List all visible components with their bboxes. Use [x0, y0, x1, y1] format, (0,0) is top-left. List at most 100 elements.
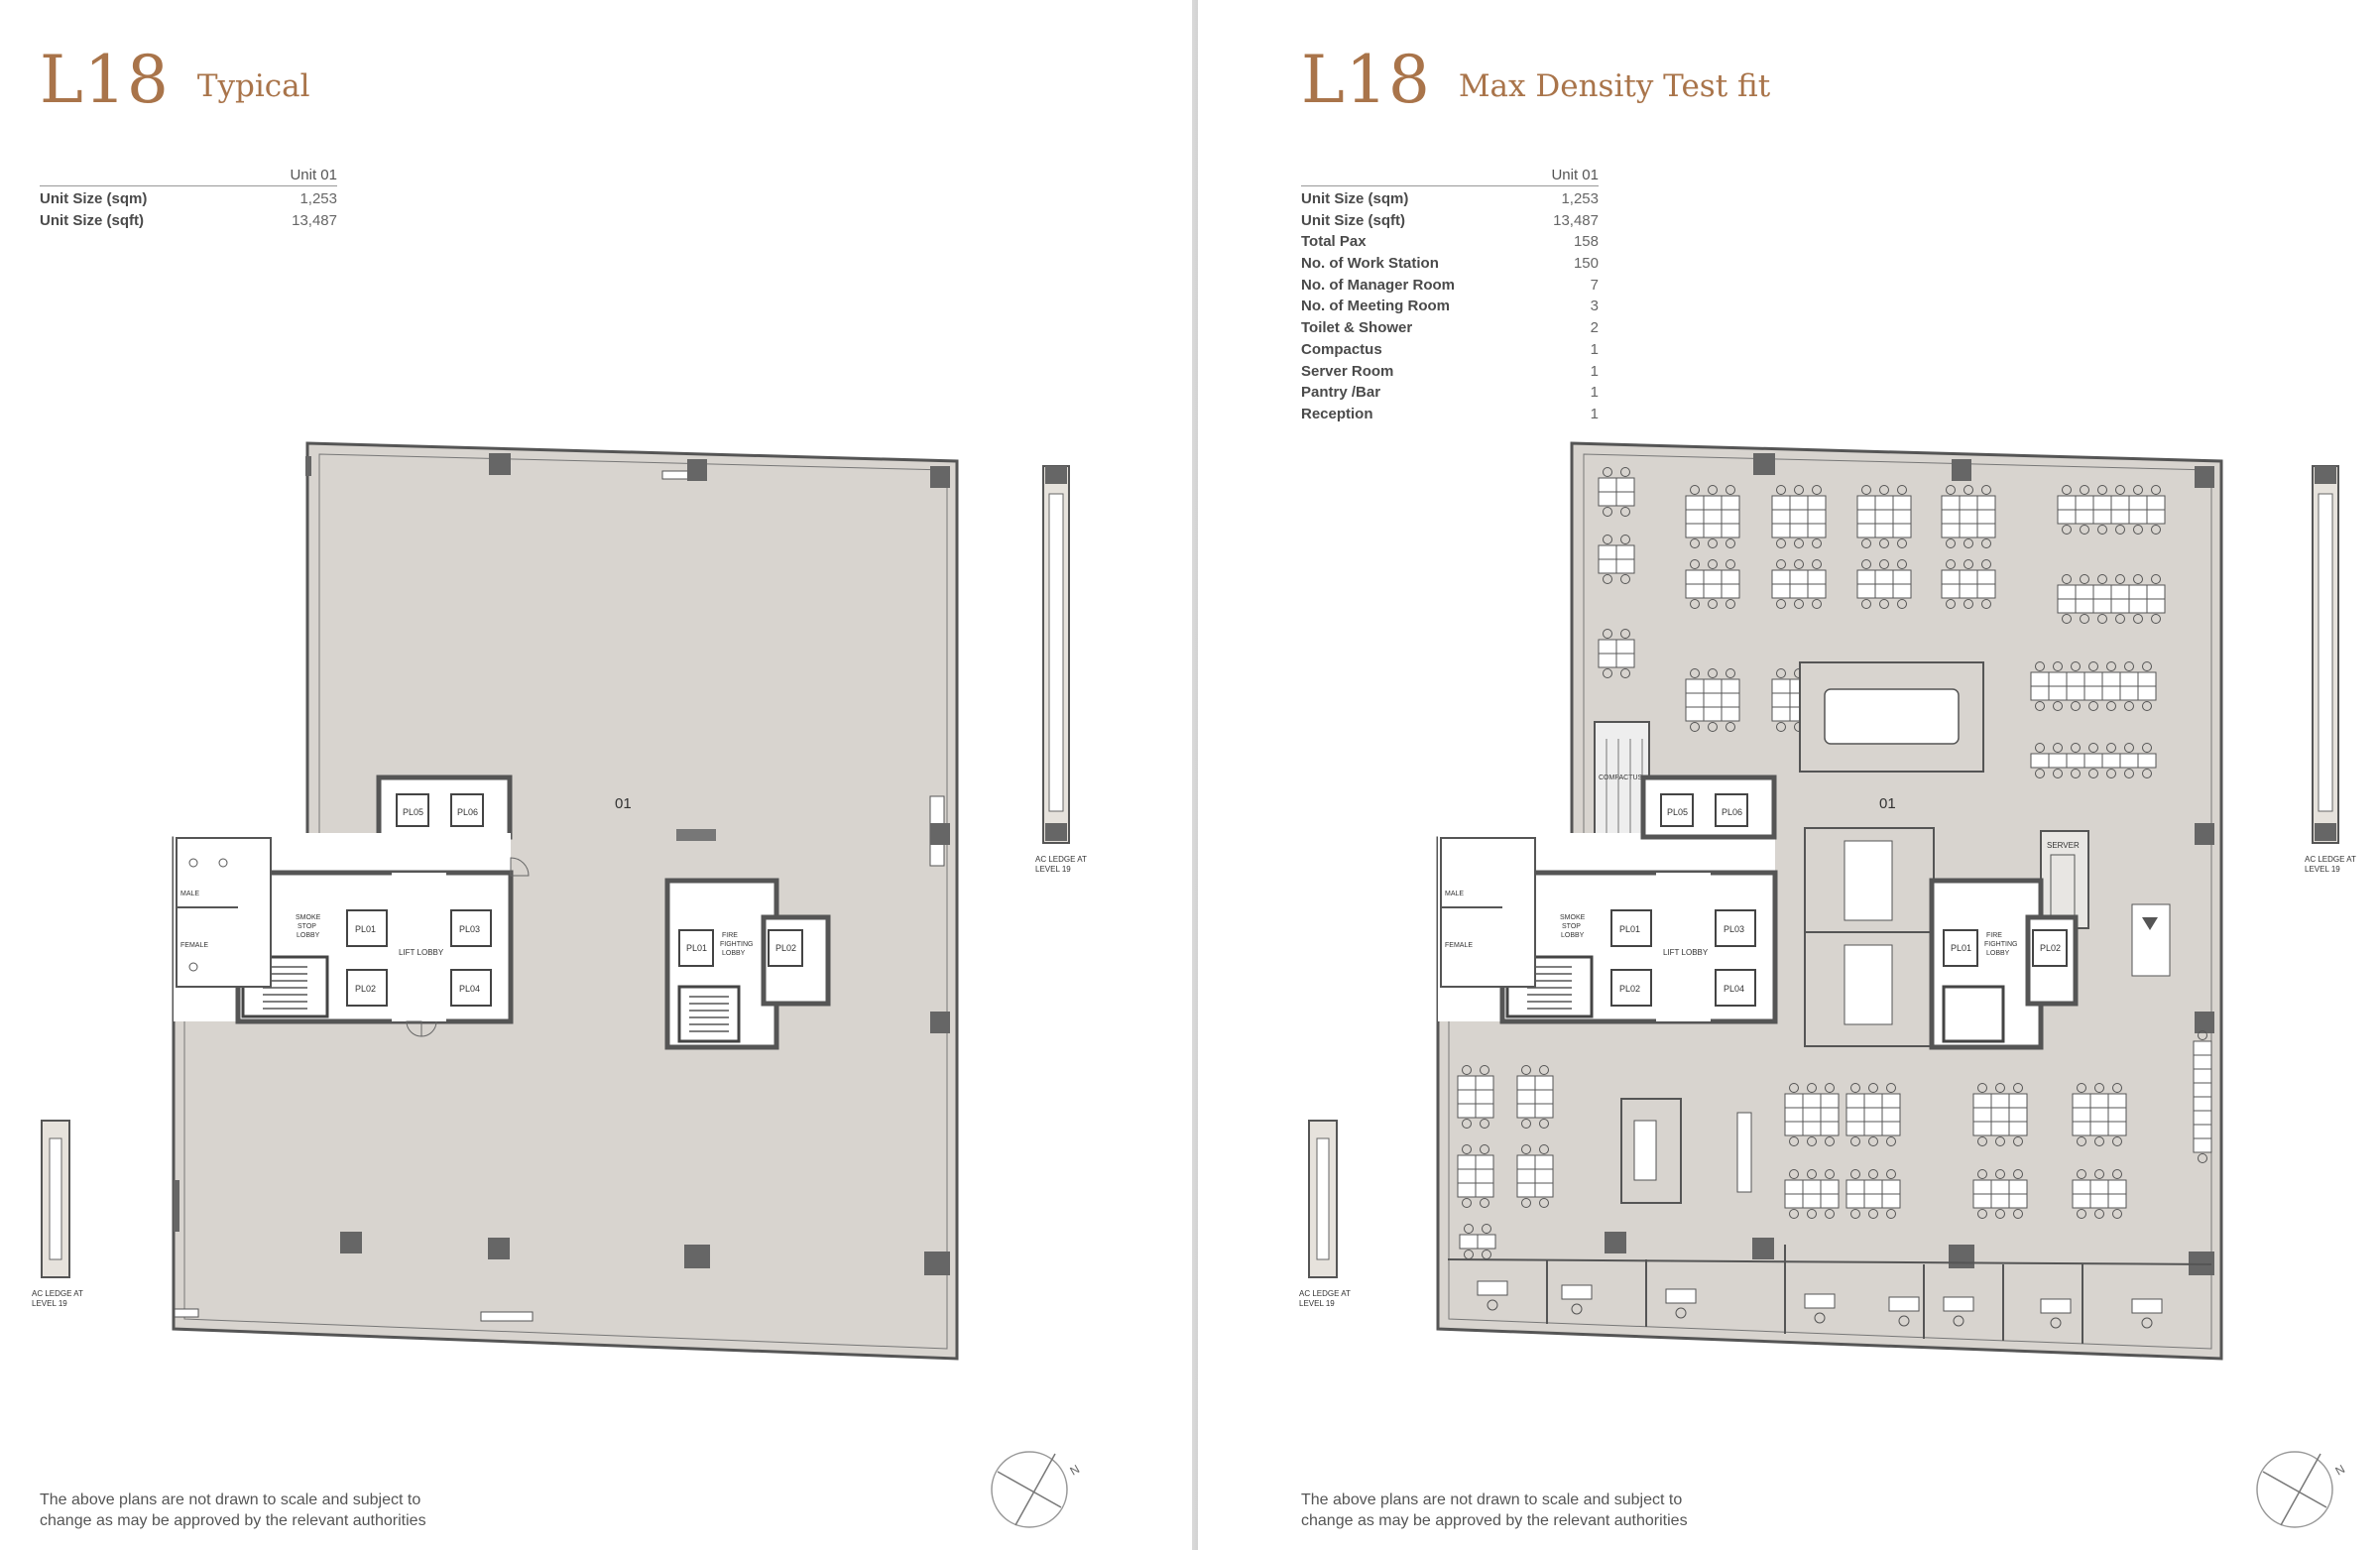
north-arrow-icon: N	[2256, 1451, 2347, 1528]
workstation-cluster	[1771, 559, 1827, 609]
boardroom-table	[1824, 688, 1960, 745]
lift-shaft	[450, 793, 484, 827]
server-room-label: SERVER	[2047, 841, 2080, 850]
fire-stair	[1942, 985, 2005, 1043]
female-toilet-label: FEMALE	[180, 942, 208, 949]
manager-desks	[1477, 1280, 2163, 1329]
lift-lobby-label: LIFT LOBBY	[1663, 948, 1709, 957]
workstation-cluster	[2030, 743, 2157, 778]
lift-shaft	[450, 909, 492, 947]
structural-column	[2195, 466, 2214, 488]
male-toilet-label: MALE	[1445, 891, 1464, 897]
ac-ledge-label-line: AC LEDGE AT	[2305, 855, 2356, 864]
disclaimer-line: change as may be approved by the relevan…	[40, 1512, 426, 1529]
fire-lobby-label: FIGHTING	[1984, 941, 2017, 948]
ac-ledge-label-line: AC LEDGE AT	[1035, 855, 1087, 864]
lift-label: PL04	[459, 984, 480, 994]
smoke-lobby-label: STOP	[298, 923, 316, 930]
spec-row: Pantry /Bar 1	[1301, 382, 1599, 404]
lift-shaft	[1715, 969, 1756, 1007]
spec-value: 1	[1590, 405, 1599, 422]
ac-ledge-label-line: LEVEL 19	[1299, 1299, 1335, 1308]
manager-desk	[1561, 1284, 1593, 1315]
disclaimer: The above plans are not drawn to scale a…	[1301, 1490, 1777, 1531]
unit-spec-table: Unit 01 Unit Size (sqm)1,253 Unit Size (…	[1301, 167, 1599, 425]
lift-label: PL02	[1619, 984, 1640, 994]
structural-column	[2195, 823, 2214, 845]
ac-ledge-top	[2312, 465, 2339, 844]
workstation-cluster	[1856, 485, 1912, 548]
workstation-cluster	[1457, 1144, 1494, 1208]
spec-label: Reception	[1301, 405, 1373, 422]
spec-label: Unit Size (sqft)	[40, 211, 144, 229]
smoke-lobby-label: SMOKE	[296, 914, 321, 921]
lift-shaft	[396, 793, 429, 827]
ac-ledge-bottom	[1308, 1120, 1338, 1278]
fire-stair	[677, 985, 741, 1043]
lift-label: PL05	[1667, 807, 1688, 817]
manager-desk	[1804, 1293, 1836, 1324]
spec-value: 1	[1590, 384, 1599, 402]
fire-lobby-label: FIRE	[1986, 932, 2002, 939]
spec-column-header: Unit 01	[40, 167, 337, 186]
fire-lobby-label: LOBBY	[722, 950, 746, 957]
workstation-cluster	[1516, 1065, 1554, 1129]
disclaimer: The above plans are not drawn to scale a…	[40, 1490, 516, 1531]
mullion	[305, 456, 311, 476]
lift-label: PL03	[1724, 924, 1744, 934]
spec-label: No. of Work Station	[1301, 255, 1439, 273]
window-frame	[480, 1311, 534, 1322]
lift-shaft	[346, 909, 388, 947]
lift-shaft	[450, 969, 492, 1007]
spec-value: 158	[1573, 233, 1599, 251]
structural-column	[930, 1012, 950, 1033]
structural-column	[340, 1232, 362, 1253]
workstation-cluster	[1845, 1169, 1901, 1219]
workstation-cluster	[2057, 574, 2166, 624]
manager-desk	[2131, 1298, 2163, 1329]
fire-lift-label: PL02	[775, 943, 796, 953]
spec-value: 13,487	[1553, 211, 1599, 229]
manager-desk	[1477, 1280, 1508, 1311]
workstation-cluster	[1685, 559, 1740, 609]
manager-desk	[1888, 1296, 1920, 1327]
structural-column	[1753, 453, 1775, 475]
structural-column	[924, 1252, 950, 1275]
reception-counter	[1736, 1112, 1752, 1193]
fire-lobby-label: LOBBY	[1986, 950, 2010, 957]
workstation-cluster	[2193, 1030, 2212, 1163]
spec-value: 1,253	[299, 190, 337, 207]
fire-lift-label: PL01	[1951, 943, 1971, 953]
structural-column	[1952, 459, 1971, 481]
female-toilet-label: FEMALE	[1445, 942, 1473, 949]
plan-subtitle: Max Density Test fit	[1458, 68, 1771, 104]
male-toilet-label: MALE	[180, 891, 199, 897]
spec-label: Pantry /Bar	[1301, 384, 1381, 402]
manager-desk	[2040, 1298, 2072, 1329]
workstation-cluster	[2072, 1169, 2127, 1219]
fire-lift-label: PL02	[2040, 943, 2061, 953]
spec-row: Unit Size (sqm) 1,253	[40, 188, 337, 210]
spec-label: Compactus	[1301, 340, 1382, 358]
fixture	[188, 962, 198, 972]
spec-label: Total Pax	[1301, 233, 1367, 251]
disclaimer-line: The above plans are not drawn to scale a…	[1301, 1491, 1683, 1508]
spec-row: Unit Size (sqm)1,253	[1301, 188, 1599, 210]
structural-column	[174, 1180, 179, 1232]
lift-shaft	[1943, 929, 1978, 967]
lift-label: PL02	[355, 984, 376, 994]
ac-ledge-bottom	[41, 1120, 70, 1278]
workstation-cluster	[1856, 559, 1912, 609]
plan-subtitle: Typical	[196, 68, 310, 104]
workstation-cluster	[1941, 485, 1996, 548]
smoke-lobby-label: LOBBY	[297, 932, 320, 939]
structural-column	[930, 466, 950, 488]
workstation-cluster	[1457, 1065, 1494, 1129]
lift-shaft	[1715, 793, 1748, 827]
floor-plan-typical: 01 PL05 PL06 PL01 PL02 PL03 PL04 LIFT LO…	[172, 441, 959, 1361]
spec-label: Toilet & Shower	[1301, 319, 1413, 337]
compactus-label: COMPACTUS	[1599, 775, 1643, 781]
